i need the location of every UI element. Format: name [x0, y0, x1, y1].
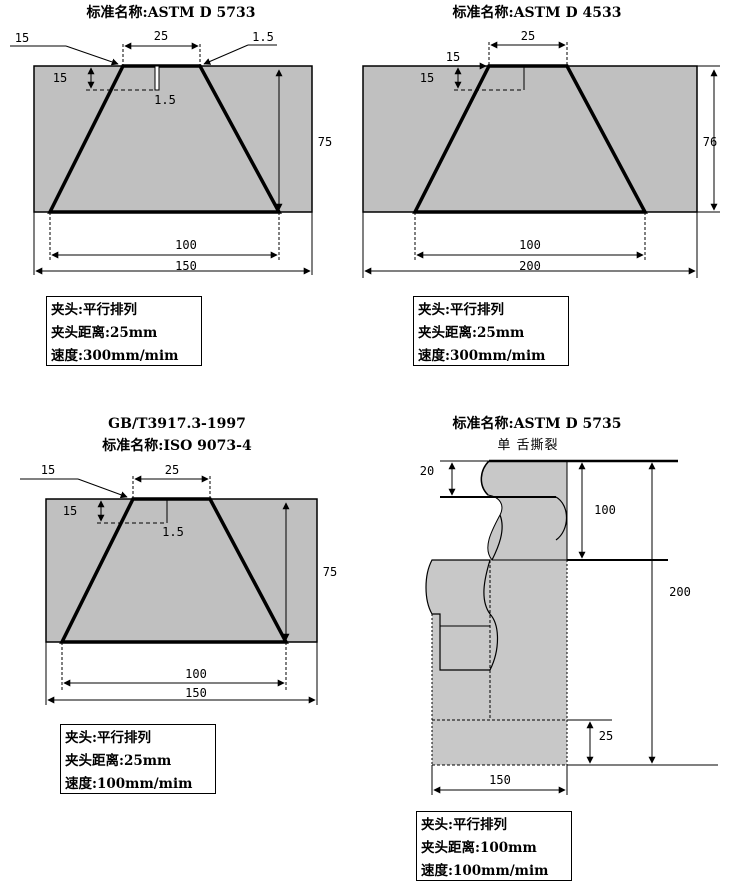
panel2-top-label: 25 [521, 29, 535, 43]
panel3-corner-inner-label: 15 [63, 504, 77, 518]
panel3-corner-outer-label: 15 [41, 463, 55, 477]
panel4-spec-box: 夹头:平行排列 夹头距离:100mm 速度:100mm/mim [416, 811, 572, 881]
panel1-spec-distance: 夹头距离:25mm [51, 325, 158, 341]
panel3-bottom-label: 100 [185, 667, 207, 681]
panel4-roll [425, 559, 499, 671]
panel1-corner-right-label: 1.5 [252, 30, 274, 44]
panel1-title: 标准名称:ASTM D 5733 [86, 4, 256, 21]
panel4-title: 标准名称:ASTM D 5735 [452, 415, 622, 432]
panel1-slit-label: 1.5 [154, 93, 176, 107]
panel3-spec-clamp: 夹头:平行排列 [65, 730, 151, 746]
panel4-tongue [480, 460, 568, 561]
panel1-top-label: 25 [154, 29, 168, 43]
panel4-total-label: 200 [669, 585, 691, 599]
panel3-height-label: 75 [323, 565, 337, 579]
panel2-spec-distance: 夹头距离:25mm [418, 325, 525, 341]
panel-astm-d4533: 标准名称:ASTM D 4533 25 15 15 76 100 200 [362, 4, 720, 278]
panel1-spec-box: 夹头:平行排列 夹头距离:25mm 速度:300mm/mim [46, 296, 202, 366]
panel-iso-9073-4: GB/T3917.3-1997 标准名称:ISO 9073-4 25 15 15… [20, 416, 337, 705]
panel2-title: 标准名称:ASTM D 4533 [452, 4, 622, 21]
panel4-caption: 单 舌撕裂 [497, 438, 558, 453]
panel3-spec-speed: 速度:100mm/mim [65, 776, 193, 792]
panel3-slit-label: 1.5 [162, 525, 184, 539]
panel2-width-label: 200 [519, 259, 541, 273]
panel2-spec-clamp: 夹头:平行排列 [418, 302, 504, 318]
panel2-height-label: 76 [703, 135, 717, 149]
panel2-specimen [362, 65, 698, 213]
panel2-bottom-label: 100 [519, 238, 541, 252]
panel4-upper-label: 100 [594, 503, 616, 517]
panel1-corner-inner-label: 15 [53, 71, 67, 85]
panel4-top-label: 20 [420, 464, 434, 478]
panel1-corner-outer-label: 15 [15, 31, 29, 45]
panel3-width-label: 150 [185, 686, 207, 700]
panel3-spec-box: 夹头:平行排列 夹头距离:25mm 速度:100mm/mim [60, 724, 216, 794]
panel2-spec-speed: 速度:300mm/mim [418, 348, 546, 364]
panel1-spec-speed: 速度:300mm/mim [51, 348, 179, 364]
panel2-corner-inner-label: 15 [420, 71, 434, 85]
panel4-spec-distance: 夹头距离:100mm [421, 840, 537, 856]
panel-astm-d5735: 标准名称:ASTM D 5735 单 舌撕裂 20 100 200 [420, 415, 718, 795]
panel1-bottom-label: 100 [175, 238, 197, 252]
panel3-title: GB/T3917.3-1997 [108, 416, 246, 432]
panel1-spec-clamp: 夹头:平行排列 [51, 302, 137, 318]
panel3-top-label: 25 [165, 463, 179, 477]
panel1-height-label: 75 [318, 135, 332, 149]
panel3-subtitle: 标准名称:ISO 9073-4 [101, 437, 252, 454]
panel4-width-label: 150 [489, 773, 511, 787]
panel4-spec-clamp: 夹头:平行排列 [421, 817, 507, 833]
panel4-bottom-label: 25 [599, 729, 613, 743]
panel4-spec-speed: 速度:100mm/mim [421, 863, 549, 879]
panel2-spec-box: 夹头:平行排列 夹头距离:25mm 速度:300mm/mim [413, 296, 569, 366]
panel-astm-d5733: 标准名称:ASTM D 5733 25 15 1.5 15 1.5 75 100 [10, 4, 332, 275]
panel2-corner-outer-label: 15 [446, 50, 460, 64]
panel1-width-label: 150 [175, 259, 197, 273]
panel3-spec-distance: 夹头距离:25mm [65, 753, 172, 769]
panel1-specimen [33, 65, 313, 213]
